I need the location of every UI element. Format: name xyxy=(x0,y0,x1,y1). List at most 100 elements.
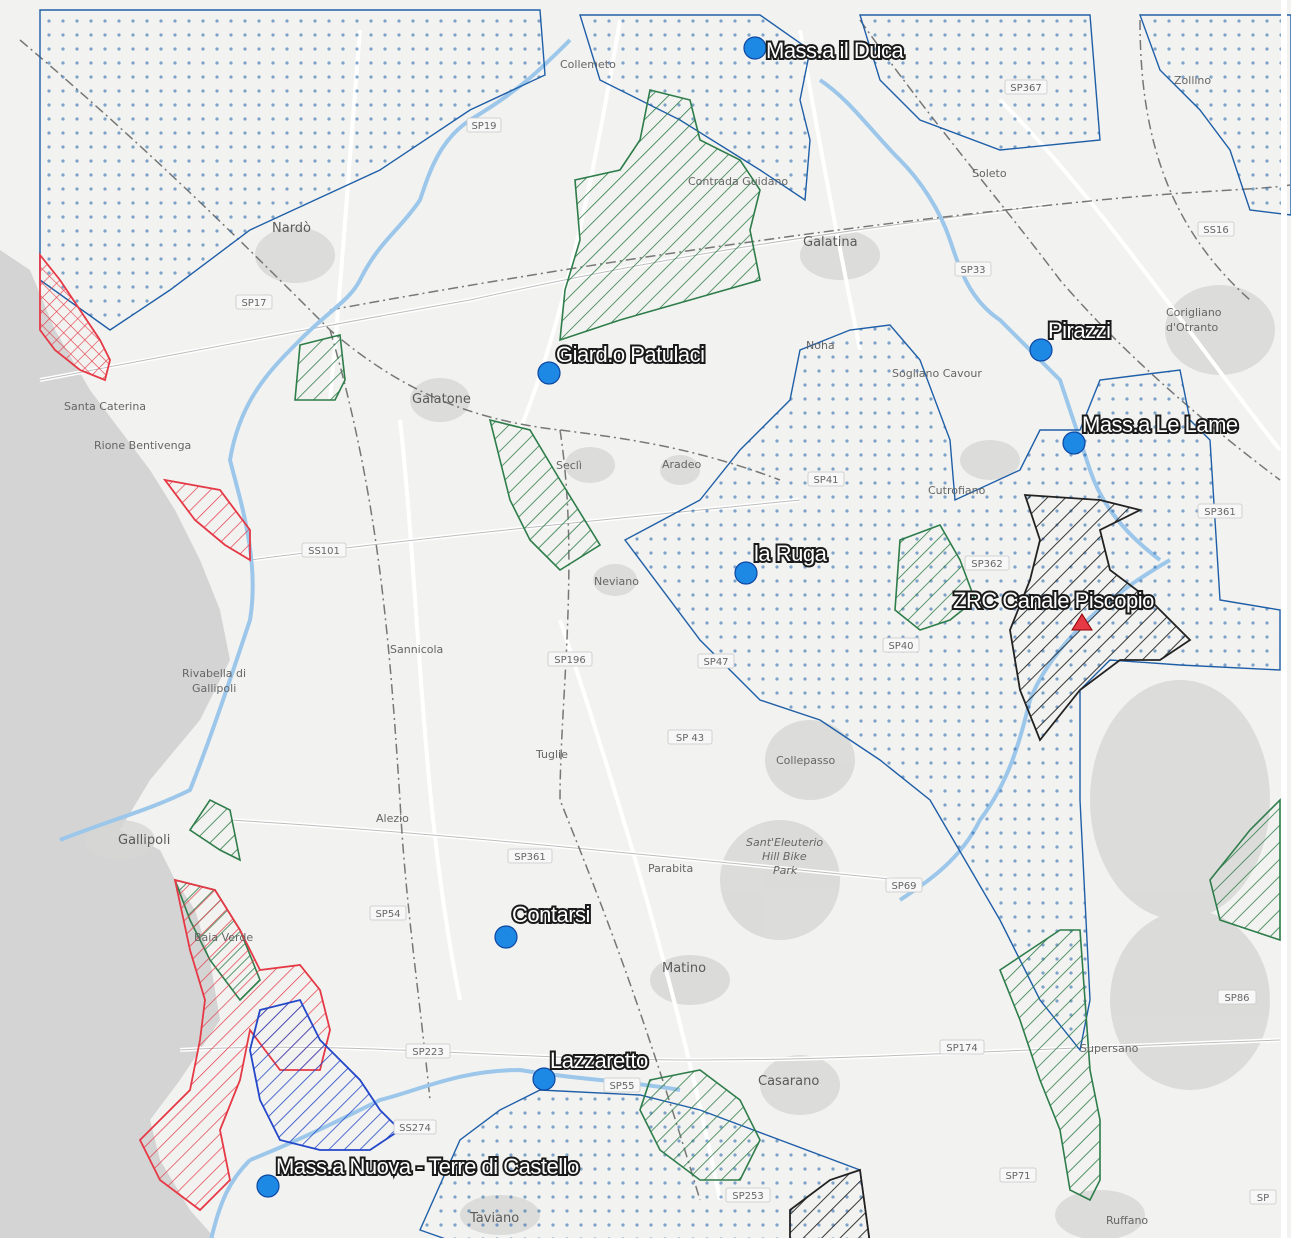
town-label: Supersano xyxy=(1080,1042,1139,1055)
svg-text:SP40: SP40 xyxy=(888,641,913,652)
town-label: Baia Verde xyxy=(194,931,253,944)
road-label: SP17 xyxy=(235,294,273,310)
svg-text:SP54: SP54 xyxy=(375,909,400,920)
svg-text:SP361: SP361 xyxy=(1204,507,1235,518)
site-giard-o-patulaci[interactable]: Giard.o Patulaci xyxy=(537,340,707,385)
svg-text:SP55: SP55 xyxy=(609,1081,634,1092)
site-mass-a-le-lame[interactable]: Mass.a Le Lame xyxy=(1062,410,1240,455)
svg-text:SP: SP xyxy=(1257,1193,1269,1204)
red-zone-baia-verde xyxy=(138,878,331,1212)
road-label: SS101 xyxy=(301,542,347,558)
town-labels: Collemeto Zollino Soleto Contrada Guidan… xyxy=(64,58,1222,1227)
road-label: SP361 xyxy=(507,848,553,864)
site-contarsi[interactable]: Contarsi xyxy=(494,900,592,949)
green-zone-secli xyxy=(488,418,602,572)
blue-zone-n-east xyxy=(859,14,1101,151)
town-label: Alezio xyxy=(376,812,409,825)
road-label: SP xyxy=(1249,1189,1277,1205)
blue-hatched-zones xyxy=(249,998,402,1151)
town-label: Hill Bike xyxy=(762,850,807,863)
road-label: SS16 xyxy=(1197,221,1235,237)
town-label: Gallipoli xyxy=(118,833,170,848)
town-label: Nardò xyxy=(272,221,311,236)
scan-edge-bottom xyxy=(0,1238,1291,1244)
blue-zone-ne xyxy=(1139,14,1291,216)
svg-text:Pirazzi: Pirazzi xyxy=(1048,318,1111,343)
town-label: Zollino xyxy=(1174,74,1211,87)
blue-zone-n-center xyxy=(579,14,811,202)
site-markers[interactable]: Mass.a il Duca Pirazzi Giard.o Patulaci … xyxy=(256,36,1240,1198)
svg-text:SP196: SP196 xyxy=(554,655,585,666)
black-hatched-zones xyxy=(789,494,1192,1244)
svg-text:SP362: SP362 xyxy=(971,559,1002,570)
town-label: d'Otranto xyxy=(1166,321,1219,334)
site-la-ruga[interactable]: la Ruga xyxy=(734,539,830,585)
town-label: Ruffano xyxy=(1106,1214,1148,1227)
svg-text:SS101: SS101 xyxy=(308,546,340,557)
site-pirazzi[interactable]: Pirazzi xyxy=(1029,316,1113,362)
town-label: Matino xyxy=(662,961,706,976)
town-label: Galatina xyxy=(803,235,858,250)
road-label: SP174 xyxy=(939,1039,985,1055)
svg-text:ZRC Canale Piscopio: ZRC Canale Piscopio xyxy=(953,588,1154,613)
road-label: SP71 xyxy=(999,1167,1037,1183)
road-label: SP361 xyxy=(1197,503,1243,519)
svg-text:SS274: SS274 xyxy=(399,1123,431,1134)
town-label: Sogliano Cavour xyxy=(892,367,982,380)
town-label: Noha xyxy=(806,339,835,352)
svg-text:SP253: SP253 xyxy=(732,1191,763,1202)
red-zone-santa-caterina xyxy=(39,252,111,382)
svg-text:Mass.a Nuova - Terre di Castel: Mass.a Nuova - Terre di Castello xyxy=(276,1154,579,1179)
road-label: SP223 xyxy=(405,1043,451,1059)
town-label: Aradeo xyxy=(662,458,702,471)
svg-text:Giard.o Patulaci: Giard.o Patulaci xyxy=(556,342,705,367)
red-zone-bentivenga xyxy=(162,478,251,562)
triangle-marker-icon[interactable] xyxy=(1071,613,1093,631)
svg-text:SP33: SP33 xyxy=(960,265,985,276)
road-label: SP41 xyxy=(807,471,845,487)
site-mass-a-nuova-terre-di-castello[interactable]: Mass.a Nuova - Terre di Castello xyxy=(256,1152,581,1198)
town-label: Sannicola xyxy=(390,643,443,656)
road-label: SP54 xyxy=(369,905,407,921)
sea-area xyxy=(0,250,230,1244)
town-label: Contrada Guidano xyxy=(688,175,788,188)
road-labels: SP19 SP367 SS16 SP17 SP33 SS101 SP41 SP3… xyxy=(235,79,1277,1205)
town-label: Rione Bentivenga xyxy=(94,439,191,452)
town-label: Taviano xyxy=(469,1211,519,1226)
town-label: Santa Caterina xyxy=(64,400,146,413)
green-zone-guidano xyxy=(559,89,761,342)
road-label: SS274 xyxy=(393,1119,437,1135)
svg-text:SP86: SP86 xyxy=(1224,993,1249,1004)
svg-text:SP69: SP69 xyxy=(891,881,916,892)
road-label: SP47 xyxy=(697,653,735,669)
red-hatched-zones xyxy=(39,252,331,1212)
road-label: SP 43 xyxy=(667,729,713,745)
town-label: Neviano xyxy=(594,575,639,588)
road-label: SP253 xyxy=(725,1187,771,1203)
site-zrc-canale-piscopio[interactable]: ZRC Canale Piscopio xyxy=(951,586,1157,631)
svg-text:Contarsi: Contarsi xyxy=(512,902,590,927)
svg-text:SS16: SS16 xyxy=(1203,225,1228,236)
svg-text:SP361: SP361 xyxy=(514,852,545,863)
svg-text:la Ruga: la Ruga xyxy=(754,541,828,566)
town-label: Cutrofiano xyxy=(928,484,986,497)
site-lazzaretto[interactable]: Lazzaretto xyxy=(532,1046,650,1091)
svg-text:SP41: SP41 xyxy=(813,475,838,486)
black-zone-piscopio xyxy=(1009,494,1192,742)
svg-text:SP 43: SP 43 xyxy=(676,733,704,744)
road-label: SP196 xyxy=(547,651,593,667)
blue-hatched-zone-sw xyxy=(249,998,402,1151)
town-label: Tuglie xyxy=(535,748,568,761)
svg-text:SP71: SP71 xyxy=(1005,1171,1030,1182)
svg-text:SP367: SP367 xyxy=(1010,83,1041,94)
site-mass-a-il-duca[interactable]: Mass.a il Duca xyxy=(743,36,907,65)
green-zone-east-small xyxy=(894,524,976,631)
town-label: Parabita xyxy=(648,862,693,875)
town-label: Rivabella di xyxy=(182,667,246,680)
town-label: Gallipoli xyxy=(192,682,236,695)
town-label: Park xyxy=(773,864,798,877)
road-label: SP367 xyxy=(1004,79,1048,95)
town-label: Corigliano xyxy=(1166,306,1222,319)
svg-text:Lazzaretto: Lazzaretto xyxy=(550,1048,648,1073)
